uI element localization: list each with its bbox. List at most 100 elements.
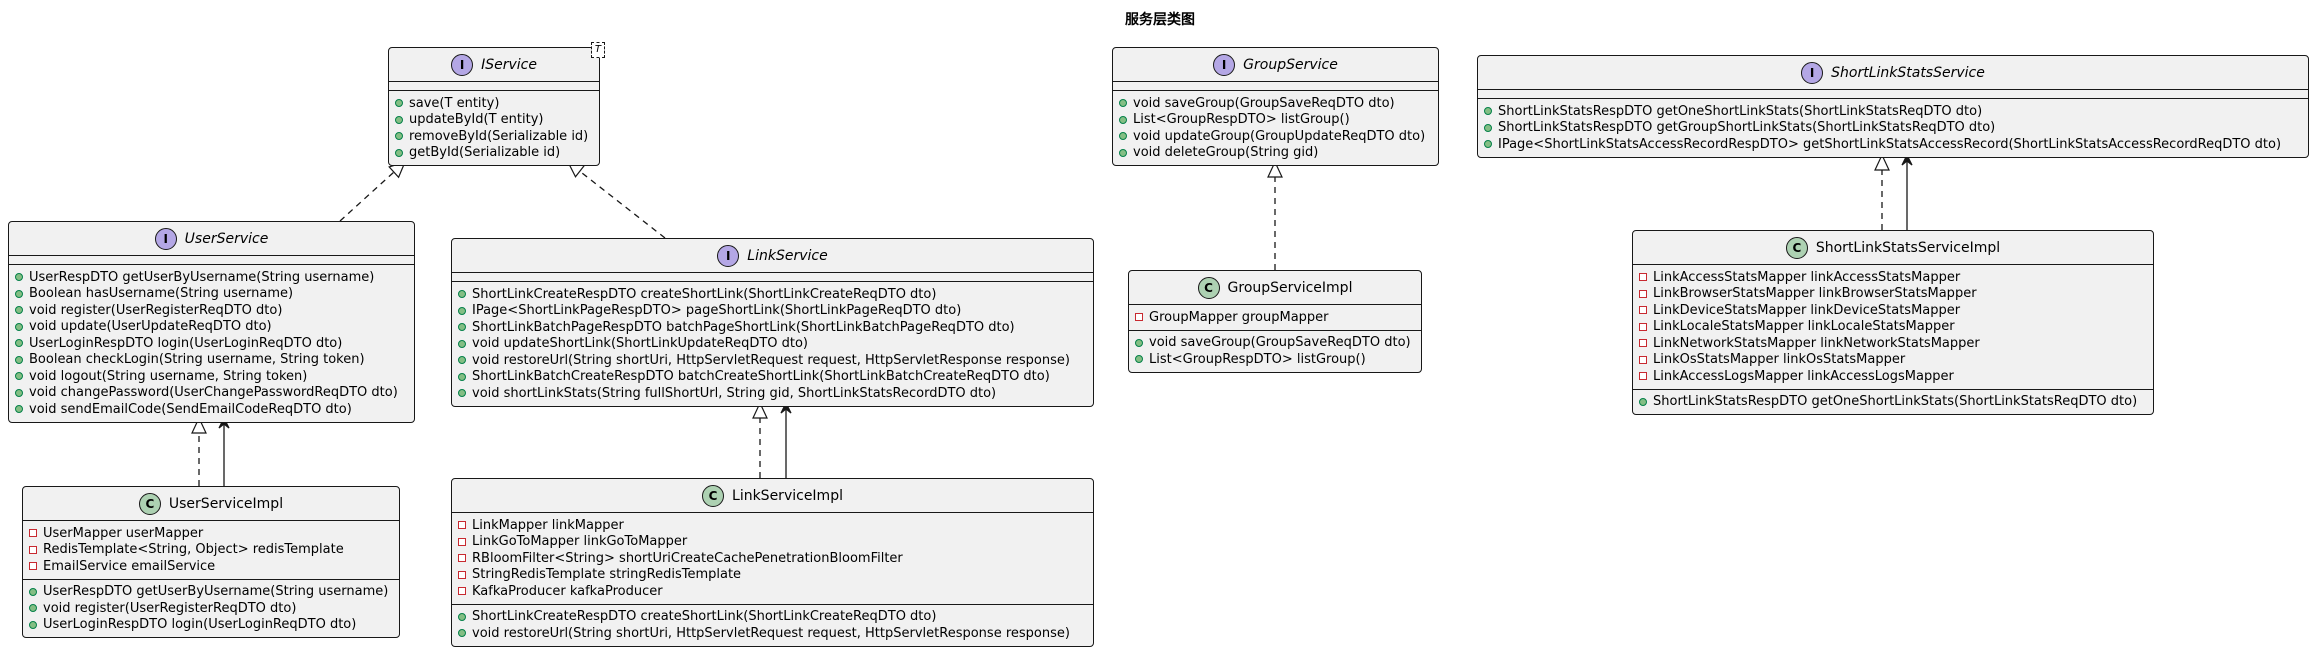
- public-visibility-icon: [1119, 115, 1127, 124]
- field-text: LinkBrowserStatsMapper linkBrowserStatsM…: [1653, 286, 1977, 302]
- field-row: LinkGoToMapper linkGoToMapper: [452, 534, 1093, 551]
- method-row: ShortLinkCreateRespDTO createShortLink(S…: [452, 286, 1093, 303]
- public-visibility-icon: [458, 323, 466, 332]
- method-text: ShortLinkCreateRespDTO createShortLink(S…: [472, 609, 937, 625]
- diagram-title: 服务层类图: [1125, 12, 1195, 28]
- fields-section: LinkAccessStatsMapper linkAccessStatsMap…: [1633, 265, 2153, 390]
- public-visibility-icon: [15, 388, 23, 397]
- method-row: List<GroupRespDTO> listGroup(): [1129, 351, 1421, 368]
- method-text: Boolean checkLogin(String username, Stri…: [29, 352, 365, 368]
- public-visibility-icon: [458, 372, 466, 381]
- private-visibility-icon: [1639, 273, 1647, 282]
- field-text: StringRedisTemplate stringRedisTemplate: [472, 567, 742, 583]
- public-visibility-icon: [1484, 123, 1492, 132]
- public-visibility-icon: [1119, 132, 1127, 141]
- public-visibility-icon: [15, 405, 23, 414]
- methods-section: void saveGroup(GroupSaveReqDTO dto)List<…: [1129, 331, 1421, 372]
- field-row: LinkAccessStatsMapper linkAccessStatsMap…: [1633, 269, 2153, 286]
- method-row: ShortLinkStatsRespDTO getOneShortLinkSta…: [1478, 103, 2308, 120]
- type-parameter: T: [590, 42, 605, 58]
- method-row: save(T entity): [389, 95, 599, 112]
- private-visibility-icon: [458, 587, 466, 596]
- method-text: Boolean hasUsername(String username): [29, 286, 294, 302]
- method-row: ShortLinkStatsRespDTO getOneShortLinkSta…: [1633, 394, 2153, 411]
- method-text: void updateGroup(GroupUpdateReqDTO dto): [1133, 128, 1426, 144]
- method-row: ShortLinkBatchPageRespDTO batchPageShort…: [452, 319, 1093, 336]
- method-text: void saveGroup(GroupSaveReqDTO dto): [1149, 335, 1411, 351]
- method-text: IPage<ShortLinkStatsAccessRecordRespDTO>…: [1498, 136, 2282, 152]
- realization-edge-user-service: [339, 161, 407, 222]
- methods-section: UserRespDTO getUserByUsername(String use…: [23, 580, 399, 638]
- realization-edge-link-service: [566, 161, 666, 239]
- private-visibility-icon: [458, 537, 466, 546]
- realization-arrowhead: [191, 416, 207, 434]
- method-text: IPage<ShortLinkPageRespDTO> pageShortLin…: [472, 303, 962, 319]
- method-text: void update(UserUpdateReqDTO dto): [29, 319, 272, 335]
- private-visibility-icon: [29, 529, 37, 538]
- realization-edge-short-link-stats-service-impl: [1874, 153, 1890, 230]
- fields-section: [452, 273, 1093, 282]
- public-visibility-icon: [458, 629, 466, 638]
- field-row: LinkDeviceStatsMapper linkDeviceStatsMap…: [1633, 302, 2153, 319]
- class-name: LinkServiceImpl: [732, 487, 843, 504]
- public-visibility-icon: [1119, 99, 1127, 108]
- method-text: UserLoginRespDTO login(UserLoginReqDTO d…: [43, 617, 357, 633]
- method-text: void deleteGroup(String gid): [1133, 145, 1319, 161]
- method-text: void shortLinkStats(String fullShortUrl,…: [472, 385, 997, 401]
- realization-arrowhead: [752, 401, 768, 419]
- field-row: GroupMapper groupMapper: [1129, 309, 1421, 326]
- public-visibility-icon: [458, 389, 466, 398]
- field-text: LinkGoToMapper linkGoToMapper: [472, 534, 688, 550]
- class-name: UserServiceImpl: [168, 495, 284, 512]
- methods-section: UserRespDTO getUserByUsername(String use…: [9, 265, 414, 422]
- public-visibility-icon: [458, 356, 466, 365]
- association-edge-user-service-impl: [218, 416, 230, 486]
- method-text: ShortLinkCreateRespDTO createShortLink(S…: [472, 286, 937, 302]
- method-row: UserRespDTO getUserByUsername(String use…: [23, 584, 399, 601]
- method-row: void update(UserUpdateReqDTO dto): [9, 319, 414, 336]
- method-text: save(T entity): [409, 95, 500, 111]
- public-visibility-icon: [395, 99, 403, 108]
- association-arrowhead: [780, 401, 792, 414]
- realization-edge-user-service-impl: [191, 416, 207, 486]
- method-text: ShortLinkBatchPageRespDTO batchPageShort…: [472, 319, 1015, 335]
- method-row: ShortLinkStatsRespDTO getGroupShortLinkS…: [1478, 120, 2308, 137]
- field-text: KafkaProducer kafkaProducer: [472, 583, 663, 599]
- field-row: LinkOsStatsMapper linkOsStatsMapper: [1633, 352, 2153, 369]
- field-row: RBloomFilter<String> shortUriCreateCache…: [452, 550, 1093, 567]
- realization-arrowhead: [1267, 160, 1283, 178]
- public-visibility-icon: [1639, 397, 1647, 406]
- public-visibility-icon: [1135, 355, 1143, 364]
- private-visibility-icon: [1639, 306, 1647, 315]
- method-row: updateById(T entity): [389, 112, 599, 129]
- method-row: void restoreUrl(String shortUri, HttpSer…: [452, 625, 1093, 642]
- public-visibility-icon: [15, 339, 23, 348]
- method-text: List<GroupRespDTO> listGroup(): [1149, 351, 1366, 367]
- interface-stereotype-icon: I: [1213, 53, 1236, 76]
- class-name: GroupServiceImpl: [1227, 279, 1353, 296]
- association-arrowhead: [218, 416, 230, 429]
- method-row: ShortLinkCreateRespDTO createShortLink(S…: [452, 609, 1093, 626]
- public-visibility-icon: [29, 604, 37, 613]
- public-visibility-icon: [395, 115, 403, 124]
- field-text: EmailService emailService: [43, 558, 216, 574]
- method-row: void register(UserRegisterReqDTO dto): [9, 302, 414, 319]
- method-text: void updateShortLink(ShortLinkUpdateReqD…: [472, 336, 809, 352]
- method-row: void deleteGroup(String gid): [1113, 145, 1438, 162]
- public-visibility-icon: [1484, 107, 1492, 116]
- private-visibility-icon: [29, 562, 37, 571]
- realization-arrowhead: [1874, 153, 1890, 171]
- method-text: void register(UserRegisterReqDTO dto): [29, 302, 283, 318]
- method-row: void changePassword(UserChangePasswordRe…: [9, 385, 414, 402]
- field-row: LinkAccessLogsMapper linkAccessLogsMappe…: [1633, 368, 2153, 385]
- private-visibility-icon: [1639, 322, 1647, 331]
- public-visibility-icon: [1135, 338, 1143, 347]
- field-row: RedisTemplate<String, Object> redisTempl…: [23, 542, 399, 559]
